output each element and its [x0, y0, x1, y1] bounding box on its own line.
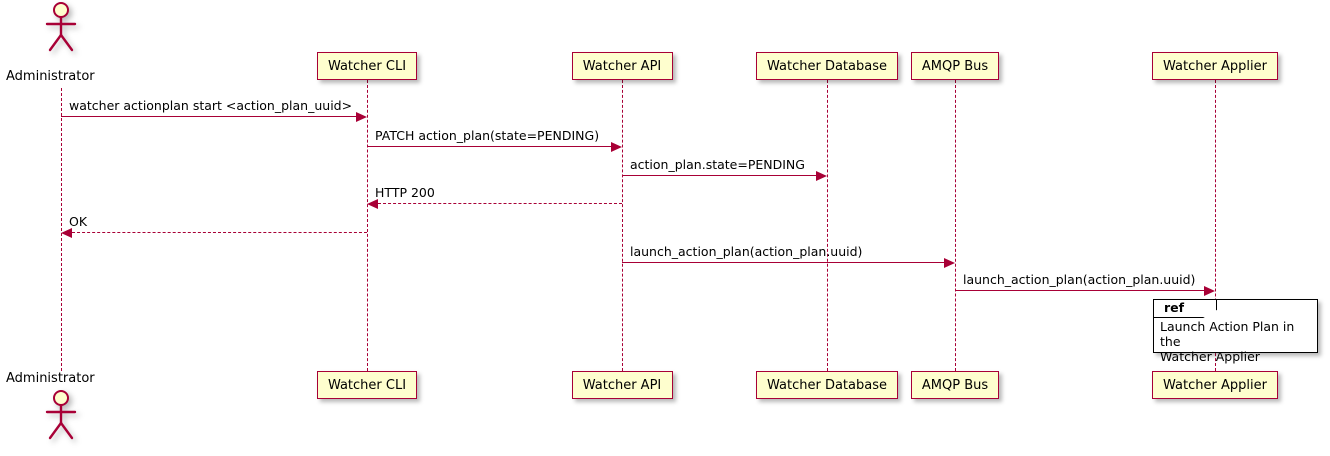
- actor-label-administrator-top: Administrator: [6, 69, 95, 84]
- participant-label: Watcher CLI: [327, 58, 407, 74]
- lifeline-watcher-api: [622, 80, 623, 371]
- lifeline-watcher-cli: [367, 80, 368, 371]
- participant-label: AMQP Bus: [921, 377, 989, 393]
- message-arrowhead-3: [816, 171, 827, 181]
- message-arrowhead-4: [367, 199, 378, 209]
- participant-box-watcher-applier-bottom[interactable]: Watcher Applier: [1152, 371, 1278, 399]
- message-line-6: [622, 262, 944, 263]
- actor-administrator-bottom: [39, 390, 83, 440]
- message-label-7: launch_action_plan(action_plan.uuid): [963, 272, 1196, 287]
- participant-box-watcher-database-top[interactable]: Watcher Database: [756, 52, 898, 80]
- participant-label: Watcher API: [582, 377, 662, 393]
- message-line-7: [955, 290, 1204, 291]
- message-label-2: PATCH action_plan(state=PENDING): [375, 128, 600, 143]
- actor-administrator-top: [39, 2, 83, 52]
- actor-label-administrator-bottom: Administrator: [6, 371, 95, 386]
- participant-box-watcher-api-bottom[interactable]: Watcher API: [571, 371, 673, 399]
- message-label-4: HTTP 200: [375, 185, 435, 200]
- participant-label: Watcher Database: [767, 377, 887, 393]
- message-arrowhead-6: [944, 258, 955, 268]
- message-arrowhead-2: [611, 142, 622, 152]
- participant-box-amqp-bus-top[interactable]: AMQP Bus: [911, 52, 999, 80]
- participant-box-watcher-cli-bottom[interactable]: Watcher CLI: [317, 371, 417, 399]
- participant-box-watcher-database-bottom[interactable]: Watcher Database: [756, 371, 898, 399]
- participant-box-watcher-api-top[interactable]: Watcher API: [571, 52, 673, 80]
- message-label-1: watcher actionplan start <action_plan_uu…: [69, 98, 353, 113]
- ref-fragment-body: Launch Action Plan in the Watcher Applie…: [1160, 319, 1295, 364]
- message-line-5: [72, 232, 367, 233]
- participant-label: Watcher Applier: [1163, 377, 1267, 393]
- message-line-4: [378, 203, 622, 204]
- participant-label: Watcher API: [582, 58, 662, 74]
- participant-label: Watcher Applier: [1163, 58, 1267, 74]
- message-arrowhead-1: [356, 112, 367, 122]
- participant-box-watcher-applier-top[interactable]: Watcher Applier: [1152, 52, 1278, 80]
- message-label-3: action_plan.state=PENDING: [630, 157, 805, 172]
- message-line-1: [61, 116, 356, 117]
- message-label-6: launch_action_plan(action_plan.uuid): [630, 244, 863, 259]
- lifeline-watcher-database: [827, 80, 828, 371]
- participant-box-watcher-cli-top[interactable]: Watcher CLI: [317, 52, 417, 80]
- ref-fragment-tab: [1154, 300, 1217, 318]
- lifeline-amqp-bus: [955, 80, 956, 371]
- participant-label: Watcher CLI: [327, 377, 407, 393]
- message-label-5: OK: [69, 214, 88, 229]
- message-line-3: [622, 175, 816, 176]
- participant-label: Watcher Database: [767, 58, 887, 74]
- ref-fragment-tab-label: ref: [1164, 300, 1185, 315]
- participant-box-amqp-bus-bottom[interactable]: AMQP Bus: [911, 371, 999, 399]
- message-arrowhead-7: [1204, 286, 1215, 296]
- lifeline-watcher-applier: [1215, 80, 1216, 371]
- message-arrowhead-5: [61, 228, 72, 238]
- message-line-2: [367, 146, 611, 147]
- participant-label: AMQP Bus: [921, 58, 989, 74]
